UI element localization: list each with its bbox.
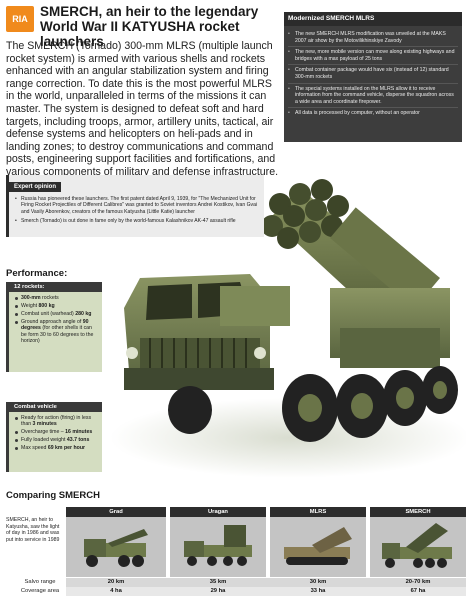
warhead-value: 280 kg [75, 310, 92, 317]
column-heading: Grad [66, 507, 166, 517]
column-heading: Uragan [170, 507, 266, 517]
list-item: Weight 800 kg [14, 303, 97, 309]
list-item: The new SMERCH MLRS modification was unv… [288, 29, 458, 48]
rockets-heading: 12 rockets: [9, 282, 102, 292]
truck-image [110, 179, 468, 478]
list-item: Fully loaded weight 43.7 tons [14, 437, 97, 443]
list-item: All data is processed by computer, witho… [288, 108, 458, 119]
row-label: Coverage area [20, 588, 60, 594]
approach-tail: (for other shells it can be form 30 to 6… [21, 325, 94, 344]
weight-value: 43.7 tons [66, 437, 90, 444]
list-item: Ground approach angle of 90 degrees (for… [14, 319, 97, 345]
modernized-panel-heading: Modernized SMERCH MLRS [284, 12, 462, 26]
column-heading: MLRS [270, 507, 366, 517]
column-uragan: Uragan [170, 507, 266, 577]
overcharge-value: 16 minutes [65, 429, 93, 436]
combat-vehicle-list: Ready for action (firing) in less than 3… [9, 412, 102, 456]
combat-vehicle-box: Combat vehicle Ready for action (firing)… [6, 402, 102, 472]
expert-opinion-box: Expert opinion Russia has pioneered thes… [6, 175, 264, 237]
comparing-intro: SMERCH, an heir to Katyusha, saw the lig… [6, 517, 60, 543]
list-item: Max speed 69 km per hour [14, 445, 97, 451]
warhead-label: Combat unit (warhead) [21, 310, 76, 317]
rockets-list: 300-mm rockets Weight 800 kg Combat unit… [9, 292, 102, 349]
comparing-title: Comparing SMERCH [6, 490, 100, 501]
cell-value: 30 km [309, 579, 327, 585]
mlrs-vehicle-icon [284, 527, 352, 565]
column-grad: Grad [66, 507, 166, 577]
column-heading: SMERCH [370, 507, 466, 517]
cell-value: 67 ha [410, 588, 426, 594]
list-item: Combat unit (warhead) 280 kg [14, 311, 97, 317]
modernized-list: The new SMERCH MLRS modification was unv… [284, 26, 462, 119]
smerch-truck-illustration [100, 178, 468, 478]
column-mlrs: MLRS [270, 507, 366, 577]
rocket-caliber-suffix: rockets [40, 295, 59, 301]
cell-value: 4 ha [110, 588, 122, 594]
lead-paragraph: The SMERCH (Tornado) 300-mm MLRS (multip… [6, 40, 279, 178]
combat-vehicle-heading: Combat vehicle [9, 402, 102, 412]
overcharge-label: Overcharge time – [21, 429, 66, 436]
cell-value: 29 ha [210, 588, 226, 594]
rocket-weight-label: Weight [21, 302, 39, 309]
rocket-tubes [261, 179, 440, 338]
list-item: Combat container package would have six … [288, 65, 458, 84]
rocket-caliber: 300-mm [21, 295, 41, 301]
performance-label: Performance: [6, 268, 68, 279]
rockets-box: 12 rockets: 300-mm rockets Weight 800 kg… [6, 282, 102, 372]
uragan-vehicle-icon [184, 525, 252, 566]
list-item: The special systems installed on the MLR… [288, 84, 458, 109]
weight-label: Fully loaded weight [21, 437, 67, 444]
expert-opinion-heading: Expert opinion [9, 182, 61, 192]
speed-value: 69 km per hour [47, 445, 86, 452]
list-item: Smerch (Tornado) is out done in fame onl… [15, 218, 258, 225]
cell-value: 20 km [107, 579, 125, 585]
cell-value: 20-70 km [405, 579, 431, 585]
list-item: Russia has pioneered these launchers. Th… [15, 196, 258, 215]
rocket-weight-value: 800 kg [38, 302, 55, 309]
cell-value: 33 ha [310, 588, 326, 594]
list-item: Ready for action (firing) in less than 3… [14, 415, 97, 428]
cell-value: 35 km [209, 579, 227, 585]
column-smerch: SMERCH [370, 507, 466, 577]
approach-value: 90 degrees [21, 318, 89, 332]
approach-label: Ground approach angle of [21, 318, 83, 325]
ria-logo: RIA [6, 6, 34, 32]
ready-value: 3 minutes [32, 421, 57, 428]
comparison-table: Grad Uragan MLRS [21, 507, 466, 596]
modernized-panel: Modernized SMERCH MLRS The new SMERCH ML… [284, 12, 462, 142]
smerch-vehicle-icon [382, 523, 452, 568]
table-row: Salvo range 20 km 35 km 30 km 20-70 km [25, 578, 466, 587]
table-row: Coverage area 4 ha 29 ha 33 ha 67 ha [21, 587, 466, 596]
list-item: The new, more mobile version can move al… [288, 47, 458, 66]
list-item: Overcharge time – 16 minutes [14, 429, 97, 435]
speed-label: Max speed [21, 445, 48, 452]
list-item: 300-mm rockets [14, 295, 97, 301]
grad-vehicle-icon [84, 529, 148, 567]
expert-opinion-list: Russia has pioneered these launchers. Th… [9, 193, 264, 231]
ready-label: Ready for action (firing) in less than [21, 415, 92, 428]
row-label: Salvo range [24, 579, 56, 585]
page-title: SMERCH, an heir to the legendary World W… [40, 4, 259, 49]
